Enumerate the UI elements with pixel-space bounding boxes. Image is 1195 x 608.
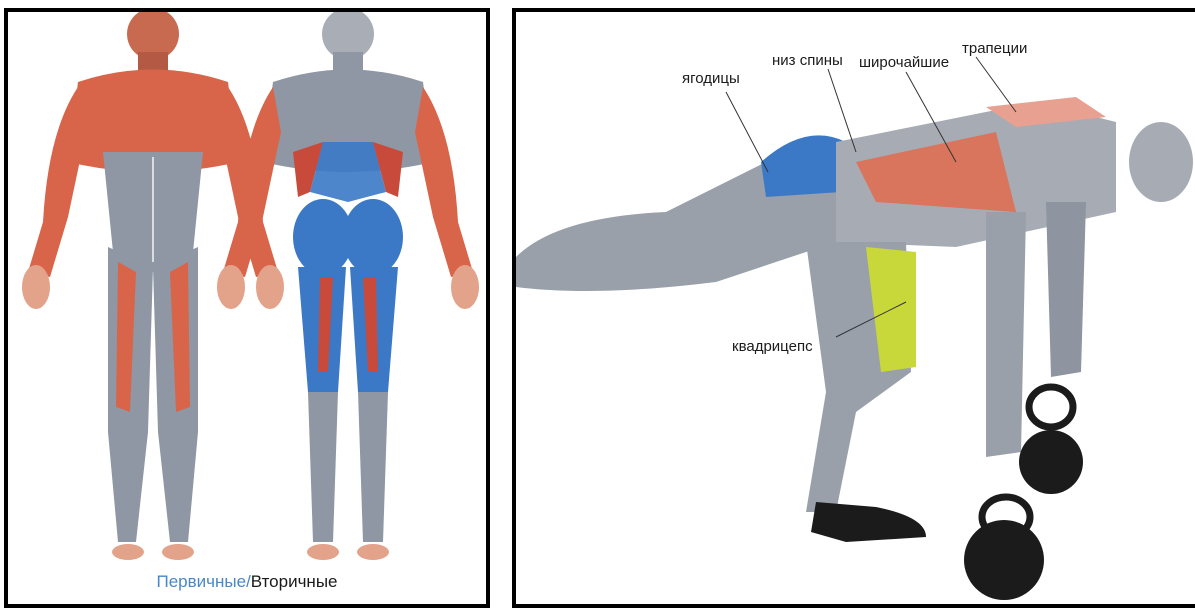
label-lower-back: низ спины: [772, 52, 843, 69]
glute-highlight: [761, 135, 846, 197]
exercise-panel: ягодицы низ спины широчайшие трапеции кв…: [512, 8, 1195, 608]
head: [1129, 122, 1193, 202]
label-glutes: ягодицы: [682, 70, 740, 87]
anatomy-panel: Первичные/Вторичные: [4, 8, 490, 608]
label-lats: широчайшие: [859, 54, 949, 71]
kettlebell-near: [964, 520, 1044, 600]
exercise-illustration: [516, 12, 1195, 604]
arm-far: [1046, 202, 1086, 377]
caption-primary: Первичные: [156, 572, 246, 591]
label-quads: квадрицепс: [732, 338, 813, 355]
kettlebell-far: [1019, 430, 1083, 494]
caption-secondary: Вторичные: [251, 572, 338, 591]
shoe: [811, 502, 926, 542]
anatomy-figures: [8, 12, 486, 604]
label-traps: трапеции: [962, 40, 1027, 57]
arm-near: [986, 212, 1026, 457]
legend-caption: Первичные/Вторичные: [8, 572, 486, 592]
